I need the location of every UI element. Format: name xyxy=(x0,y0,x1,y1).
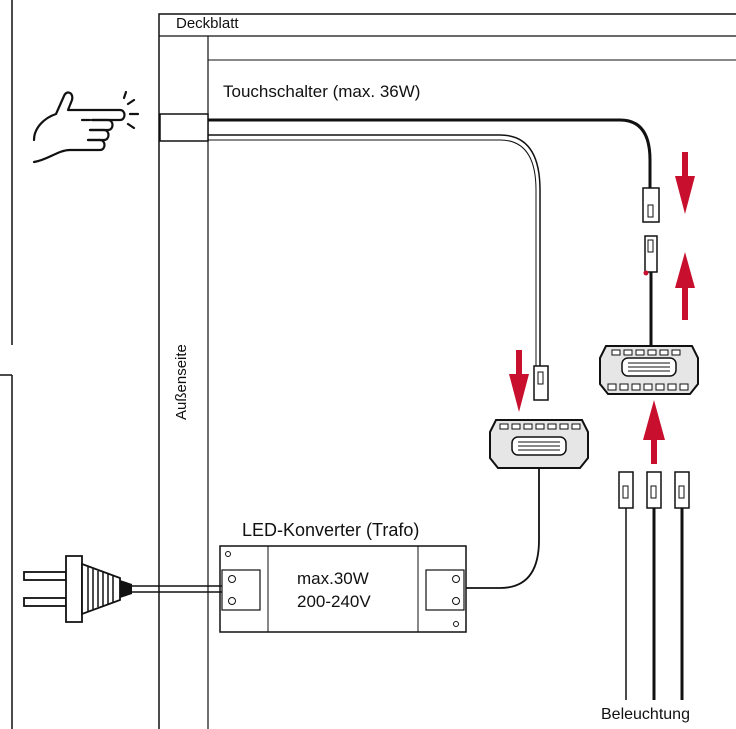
distributor-right xyxy=(599,345,699,395)
connector-pin xyxy=(537,371,544,385)
distributor-left xyxy=(489,419,589,469)
aussenseite-label: Außenseite xyxy=(173,344,190,420)
arrow-up-lower xyxy=(643,400,665,464)
arrow-down-right xyxy=(675,152,695,214)
wire-distributor-to-converter xyxy=(464,468,540,589)
lighting-plug xyxy=(674,471,690,700)
deckblatt-label: Deckblatt xyxy=(176,15,239,32)
arrow-down-left xyxy=(509,350,529,412)
converter-power-label: max.30W xyxy=(297,569,369,588)
converter-voltage-label: 200-240V xyxy=(297,592,371,611)
converter-title-label: LED-Konverter (Trafo) xyxy=(242,520,420,540)
switch-wire-upper xyxy=(208,118,652,190)
touchschalter-label: Touchschalter (max. 36W) xyxy=(223,82,421,101)
arrow-up-right xyxy=(675,252,695,320)
touch-hand-icon xyxy=(32,90,140,164)
led-converter xyxy=(219,545,467,633)
power-plug-icon xyxy=(23,555,132,623)
beleuchtung-label: Beleuchtung xyxy=(601,706,690,723)
switch-wire-lower xyxy=(208,134,541,370)
connector-pin xyxy=(647,239,654,253)
touch-switch-block xyxy=(159,113,209,142)
switch-wire-lower-2 xyxy=(208,139,537,370)
lighting-plug xyxy=(646,471,662,700)
connector-pin xyxy=(647,204,654,218)
lighting-plug xyxy=(618,471,634,700)
red-marker-dot xyxy=(643,270,649,276)
